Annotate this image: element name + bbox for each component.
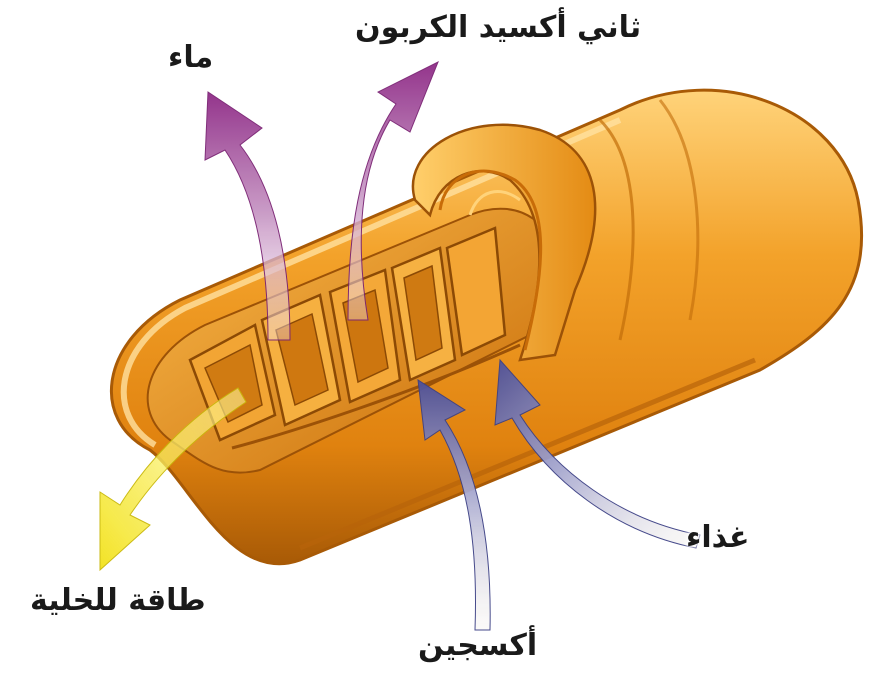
label-cell-energy: طاقة للخلية [30, 583, 206, 618]
label-food: غذاء [686, 520, 749, 555]
label-water: ماء [168, 40, 213, 75]
label-oxygen: أكسجين [418, 628, 537, 663]
label-carbon-dioxide: ثاني أكسيد الكربون [355, 10, 641, 45]
